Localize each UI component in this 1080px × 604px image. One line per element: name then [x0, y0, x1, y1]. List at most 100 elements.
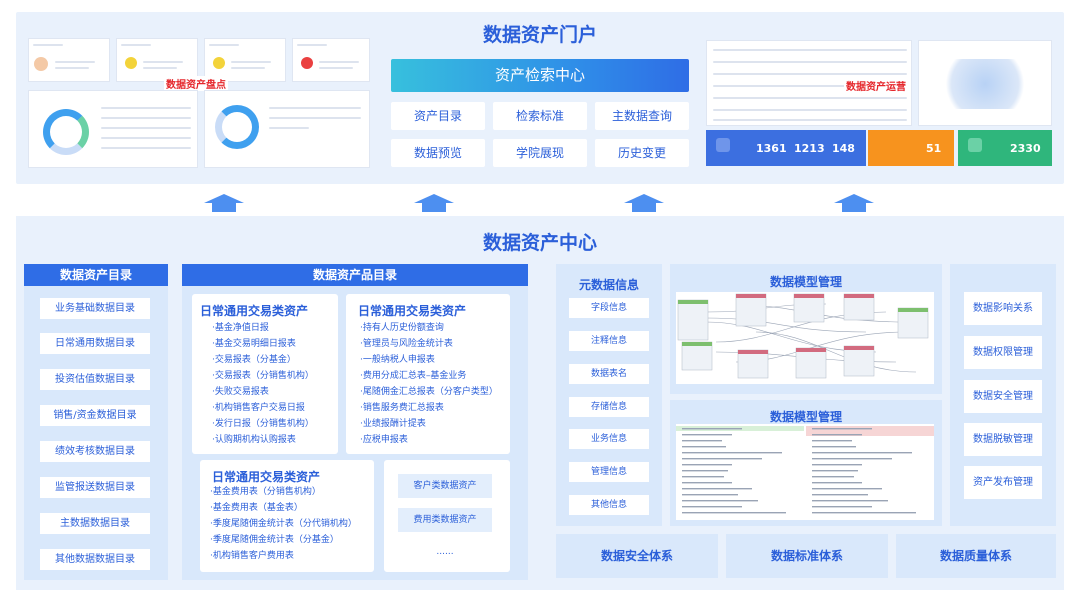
preview-line [209, 44, 239, 46]
product-card-1: 日常通用交易类资产 ·基金净值日报 ·基金交易明细日报表 ·交易报表（分基金） … [192, 294, 338, 454]
preview-line [713, 49, 907, 51]
model-management-title: 数据模型管理 [769, 410, 842, 424]
preview-line [55, 67, 89, 69]
data-standard-system[interactable]: 数据标准体系 [726, 534, 888, 578]
data-security-system[interactable]: 数据安全体系 [556, 534, 718, 578]
preview-line [55, 61, 95, 63]
governance-item[interactable]: 数据权限管理 [964, 336, 1042, 369]
list-item[interactable]: ·季度尾随佣金统计表（分代销机构） [210, 519, 357, 529]
preview-panel [204, 90, 370, 168]
list-item[interactable]: ·业绩报酬计提表 [360, 419, 426, 429]
list-item[interactable]: ·尾随佣金汇总报表（分客户类型） [360, 387, 498, 397]
product-card-title: 日常通用交易类资产 [200, 304, 309, 318]
preview-line [101, 117, 191, 119]
data-preview-button[interactable]: 数据预览 [391, 139, 485, 167]
preview-line [101, 147, 191, 149]
list-item[interactable]: ·基金交易明细日报表 [212, 339, 296, 349]
catalog-item[interactable]: 销售/资金数据目录 [40, 405, 150, 426]
governance-item[interactable]: 数据脱敏管理 [964, 423, 1042, 456]
preview-line [713, 119, 907, 121]
preview-panel [28, 90, 198, 168]
donut-chart [43, 109, 89, 155]
preview-card [204, 38, 286, 82]
list-item[interactable]: ·交易报表（分销售机构） [212, 371, 314, 381]
stat-value: 2330 [1010, 142, 1041, 155]
metadata-item[interactable]: 字段信息 [569, 298, 649, 318]
stat-icon [716, 138, 730, 152]
asset-catalog-title: 数据资产目录 [24, 264, 168, 286]
product-card-list: ·基金净值日报 ·基金交易明细日报表 ·交易报表（分基金） ·交易报表（分销售机… [212, 320, 314, 448]
preview-line [101, 127, 191, 129]
product-card-list: ·基金费用表（分销售机构） ·基金费用表（基金表） ·季度尾随佣金统计表（分代销… [210, 484, 357, 564]
asset-search-center[interactable]: 资产检索中心 [391, 59, 689, 92]
data-quality-system[interactable]: 数据质量体系 [896, 534, 1056, 578]
metadata-item[interactable]: 其他信息 [569, 495, 649, 515]
catalog-item[interactable]: 监管报送数据目录 [40, 477, 150, 498]
governance-item[interactable]: 数据安全管理 [964, 380, 1042, 413]
metadata-item[interactable]: 管理信息 [569, 462, 649, 482]
list-item[interactable]: ·销售服务费汇总报表 [360, 403, 444, 413]
governance-item[interactable]: 资产发布管理 [964, 466, 1042, 499]
preview-line [713, 73, 907, 75]
asset-catalog-button[interactable]: 资产目录 [391, 102, 485, 130]
catalog-item[interactable]: 业务基础数据目录 [40, 298, 150, 319]
list-item[interactable]: ·基金费用表（分销售机构） [210, 487, 321, 497]
portal-title: 数据资产门户 [482, 24, 597, 46]
preview-card [116, 38, 198, 82]
list-item[interactable]: ·发行日报（分销售机构） [212, 419, 314, 429]
list-item[interactable]: ·应税申报表 [360, 435, 408, 445]
list-item[interactable]: ·一般纳税人申报表 [360, 355, 435, 365]
preview-line [143, 61, 183, 63]
stat-icon [968, 138, 982, 152]
metadata-item[interactable]: 业务信息 [569, 429, 649, 449]
product-card-list: ·持有人历史份额查询 ·管理员与风险金统计表 ·一般纳税人申报表 ·费用分成汇总… [360, 320, 498, 448]
list-item[interactable]: ·费用分成汇总表–基金业务 [360, 371, 467, 381]
stat-bar-blue: 1361 1213 148 [706, 130, 866, 166]
code-lines [682, 428, 916, 514]
catalog-item[interactable]: 其他数据数据目录 [40, 549, 150, 570]
metadata-item[interactable]: 存储信息 [569, 397, 649, 417]
list-item[interactable]: ·机构销售客户交易日报 [212, 403, 305, 413]
list-item[interactable]: ·持有人历史份额查询 [360, 323, 444, 333]
wordcloud-blob [935, 59, 1035, 109]
search-standard-button[interactable]: 检索标准 [493, 102, 587, 130]
list-item[interactable]: ·管理员与风险金统计表 [360, 339, 453, 349]
preview-card [292, 38, 370, 82]
product-card-title: 日常通用交易类资产 [358, 304, 467, 318]
list-item[interactable]: ·基金净值日报 [212, 323, 269, 333]
customer-asset-button[interactable]: 客户类数据资产 [398, 474, 492, 498]
up-arrow-icon [204, 194, 244, 212]
list-item[interactable]: ·认购期机构认购报表 [212, 435, 296, 445]
catalog-item[interactable]: 日常通用数据目录 [40, 333, 150, 354]
up-arrow-icon [624, 194, 664, 212]
list-item[interactable]: ·季度尾随佣金统计表（分基金） [210, 535, 339, 545]
college-display-button[interactable]: 学院展现 [493, 139, 587, 167]
list-item[interactable]: ·机构销售客户费用表 [210, 551, 294, 561]
preview-line [713, 61, 907, 63]
asset-center-title: 数据资产中心 [482, 232, 597, 254]
more-ellipsis[interactable]: ...... [398, 542, 492, 562]
catalog-item[interactable]: 投资估值数据目录 [40, 369, 150, 390]
fee-asset-button[interactable]: 费用类数据资产 [398, 508, 492, 532]
catalog-item[interactable]: 绩效考核数据目录 [40, 441, 150, 462]
stat-value: 1361 [756, 142, 787, 155]
governance-item[interactable]: 数据影响关系 [964, 292, 1042, 325]
metadata-item[interactable]: 数据表名 [569, 364, 649, 384]
product-catalog-title: 数据资产品目录 [182, 264, 528, 286]
up-arrow-icon [414, 194, 454, 212]
preview-line [231, 61, 271, 63]
history-change-button[interactable]: 历史变更 [595, 139, 689, 167]
preview-line [231, 67, 265, 69]
list-item[interactable]: ·失败交易报表 [212, 387, 269, 397]
preview-line [319, 67, 353, 69]
list-item[interactable]: ·基金费用表（基金表） [210, 503, 303, 513]
metadata-item[interactable]: 注释信息 [569, 331, 649, 351]
list-item[interactable]: ·交易报表（分基金） [212, 355, 296, 365]
preview-card [28, 38, 110, 82]
er-diagram [677, 293, 929, 379]
asset-inventory-preview: 数据资产盘点 [28, 38, 370, 168]
catalog-item[interactable]: 主数据数据目录 [40, 513, 150, 534]
preview-wordcloud-panel [918, 40, 1052, 126]
master-data-query-button[interactable]: 主数据查询 [595, 102, 689, 130]
model-management-title: 数据模型管理 [769, 275, 842, 289]
